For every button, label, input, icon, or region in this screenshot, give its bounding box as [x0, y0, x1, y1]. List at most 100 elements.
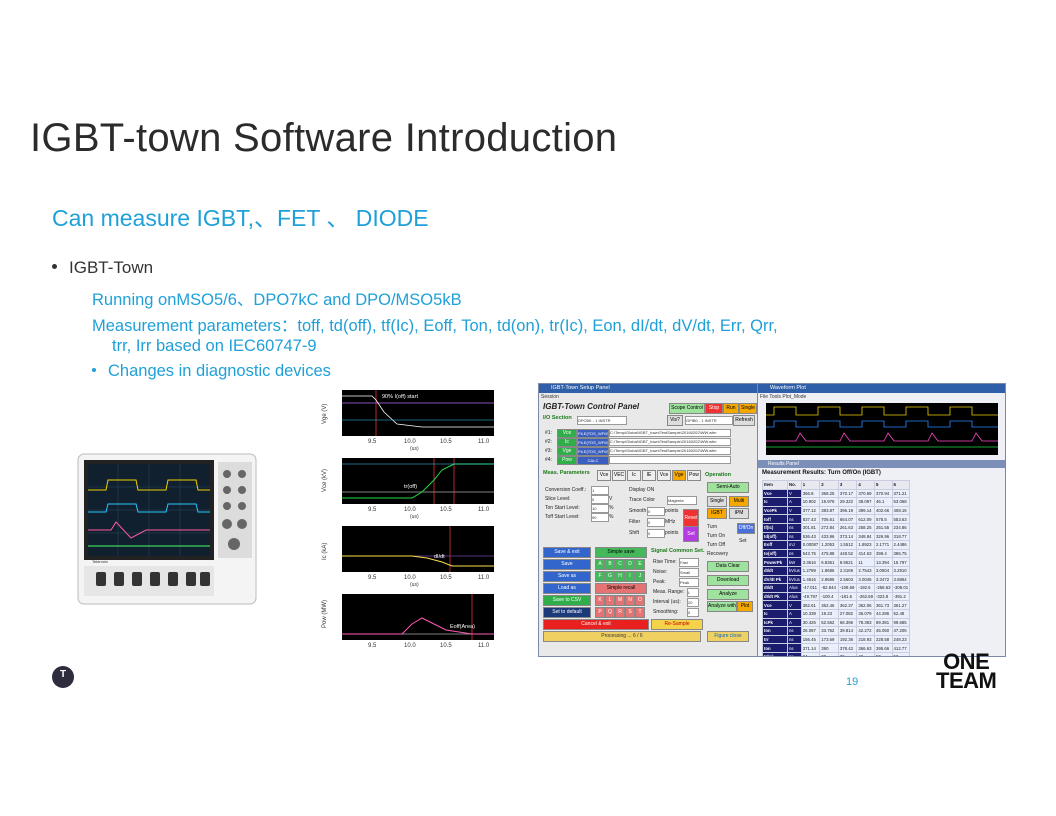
conv-coeff-input[interactable]: 1: [591, 486, 609, 495]
slot-letter-button[interactable]: N: [625, 595, 635, 606]
slot-letter-button[interactable]: A: [595, 559, 605, 570]
slot-letter-button[interactable]: F: [595, 571, 605, 582]
slot-letter-button[interactable]: M: [615, 595, 625, 606]
wave-tick: 9.5: [368, 439, 377, 445]
slot-letter-button[interactable]: J: [635, 571, 645, 582]
save-csv-button[interactable]: Save to CSV: [543, 595, 591, 606]
ton-start-input[interactable]: 10: [591, 504, 609, 513]
smooth-input[interactable]: 0: [647, 507, 665, 516]
download-button[interactable]: Download: [707, 575, 749, 586]
waveform-titlebar[interactable]: Waveform Plot: [758, 384, 1005, 393]
channel-path-field[interactable]: C:\Temp\Global\IGBT_town\TestSample\2016…: [609, 447, 731, 455]
turn-off-radio[interactable]: Turn Off: [707, 542, 726, 548]
data-clear-button[interactable]: Data Clear: [707, 561, 749, 572]
semi-auto-button[interactable]: Semi-Auto: [707, 482, 749, 493]
waveform-menu[interactable]: File Tools Plot_Mode: [760, 394, 807, 400]
channel-source-select[interactable]: FILE(TDS_WFM): [577, 429, 609, 438]
simple-recall-button[interactable]: Simple recall: [595, 583, 647, 594]
channel-path-field[interactable]: C:\Temp\Global\IGBT_town\TestSample\2016…: [609, 438, 731, 446]
slot-letter-button[interactable]: I: [625, 571, 635, 582]
igbt-button[interactable]: IGBT: [707, 508, 727, 519]
peak-select[interactable]: Peak: [679, 578, 699, 587]
param-tab[interactable]: Pow: [687, 470, 701, 481]
save-exit-button[interactable]: Save & exit: [543, 547, 591, 558]
results-panel-titlebar[interactable]: Results Panel: [758, 460, 1005, 468]
channel-source-select[interactable]: CALC: [577, 456, 609, 465]
analyze-button[interactable]: Analyze: [707, 589, 749, 600]
meas-range-select[interactable]: L: [687, 588, 699, 597]
slot-letter-button[interactable]: S: [625, 607, 635, 618]
slot-letter-button[interactable]: L: [605, 595, 615, 606]
channel-name-button[interactable]: Ic: [557, 438, 577, 447]
results-unit: kW: [787, 557, 802, 567]
plot-button[interactable]: Plot: [737, 601, 753, 612]
smoothing-input[interactable]: 0: [687, 608, 699, 617]
cancel-exit-button[interactable]: Cancel & exit: [543, 619, 649, 630]
slot-letter-button[interactable]: D: [625, 559, 635, 570]
slot-letter-button[interactable]: E: [635, 559, 645, 570]
turn-on-radio[interactable]: Turn On: [707, 533, 726, 539]
results-unit: ns: [787, 643, 802, 653]
set-default-button[interactable]: Set to default: [543, 607, 591, 618]
slot-letter-button[interactable]: O: [635, 595, 645, 606]
channel-path-field[interactable]: C:\Temp\Global\IGBT_town\TestSample\2016…: [609, 429, 731, 437]
shift-input[interactable]: 0: [647, 529, 665, 538]
simple-save-button[interactable]: Simple save: [595, 547, 647, 558]
recovery-radio[interactable]: Recovery: [707, 551, 729, 557]
filter-input[interactable]: 0: [647, 518, 665, 527]
toff-start-input[interactable]: 90: [591, 513, 609, 522]
visa-address[interactable]: GPIB0 - 1 INSTR: [685, 416, 733, 425]
param-tab[interactable]: Vce: [657, 470, 671, 481]
multi-mode-button[interactable]: Multi: [729, 496, 749, 507]
re-sample-button[interactable]: Re-Sample: [651, 619, 703, 630]
figure-close-button[interactable]: Figure close: [707, 631, 749, 642]
slot-letter-button[interactable]: Q: [605, 607, 615, 618]
scope-select[interactable]: DPO5K - 1 INSTR: [577, 416, 627, 425]
slot-letter-button[interactable]: K: [595, 595, 605, 606]
set-label[interactable]: Set: [739, 538, 747, 544]
ipm-button[interactable]: IPM: [729, 508, 749, 519]
menu-session[interactable]: Session: [541, 394, 559, 400]
channel-name-button[interactable]: Vce: [557, 429, 577, 438]
analyze-with-button[interactable]: Analyze with: [707, 601, 737, 612]
results-cell: 52: [891, 651, 911, 656]
param-tab[interactable]: Vge: [672, 470, 686, 481]
single-button[interactable]: Single: [739, 403, 757, 414]
set-button[interactable]: Set: [683, 526, 699, 542]
channel-name-button[interactable]: Vge: [557, 447, 577, 456]
stop-button[interactable]: Stop: [705, 403, 723, 414]
save-button[interactable]: Save: [543, 559, 591, 570]
param-tab[interactable]: IE: [642, 470, 656, 481]
run-button[interactable]: Run: [723, 403, 739, 414]
slice-level-input[interactable]: 0: [591, 495, 609, 504]
slot-letter-button[interactable]: R: [615, 607, 625, 618]
interval-input[interactable]: 20: [687, 598, 699, 607]
slot-letter-button[interactable]: H: [615, 571, 625, 582]
param-tab[interactable]: Vce: [597, 470, 611, 481]
rise-time-select[interactable]: Fast: [679, 558, 699, 567]
refresh-button[interactable]: Refresh: [733, 415, 755, 426]
channel-source-select[interactable]: FILE(TDS_WFM): [577, 438, 609, 447]
offon-toggle[interactable]: Off/On: [737, 523, 755, 534]
channel-source-select[interactable]: FILE(TDS_WFM): [577, 447, 609, 456]
save-as-button[interactable]: Save as: [543, 571, 591, 582]
slot-letter-button[interactable]: C: [615, 559, 625, 570]
single-mode-button[interactable]: Single: [707, 496, 727, 507]
slot-letter-button[interactable]: P: [595, 607, 605, 618]
noise-select[interactable]: Small: [679, 568, 699, 577]
channel-name-button[interactable]: Pow: [557, 456, 577, 465]
load-as-button[interactable]: Load as: [543, 583, 591, 594]
slot-letter-button[interactable]: B: [605, 559, 615, 570]
slot-letter-button[interactable]: T: [635, 607, 645, 618]
turn-checkbox[interactable]: Turn: [707, 524, 718, 530]
visa-button[interactable]: Vis?: [667, 415, 683, 426]
param-tab[interactable]: Ic: [627, 470, 641, 481]
control-panel-titlebar[interactable]: IGBT-Town Setup Panel: [539, 384, 757, 393]
slot-letter-button[interactable]: G: [605, 571, 615, 582]
channel-path-field[interactable]: [609, 456, 731, 464]
reset-button[interactable]: Reset: [683, 509, 699, 527]
param-tab[interactable]: VEC: [612, 470, 626, 481]
results-cell: 156.45: [800, 634, 821, 645]
trace-color-select[interactable]: Magenta: [667, 496, 697, 505]
